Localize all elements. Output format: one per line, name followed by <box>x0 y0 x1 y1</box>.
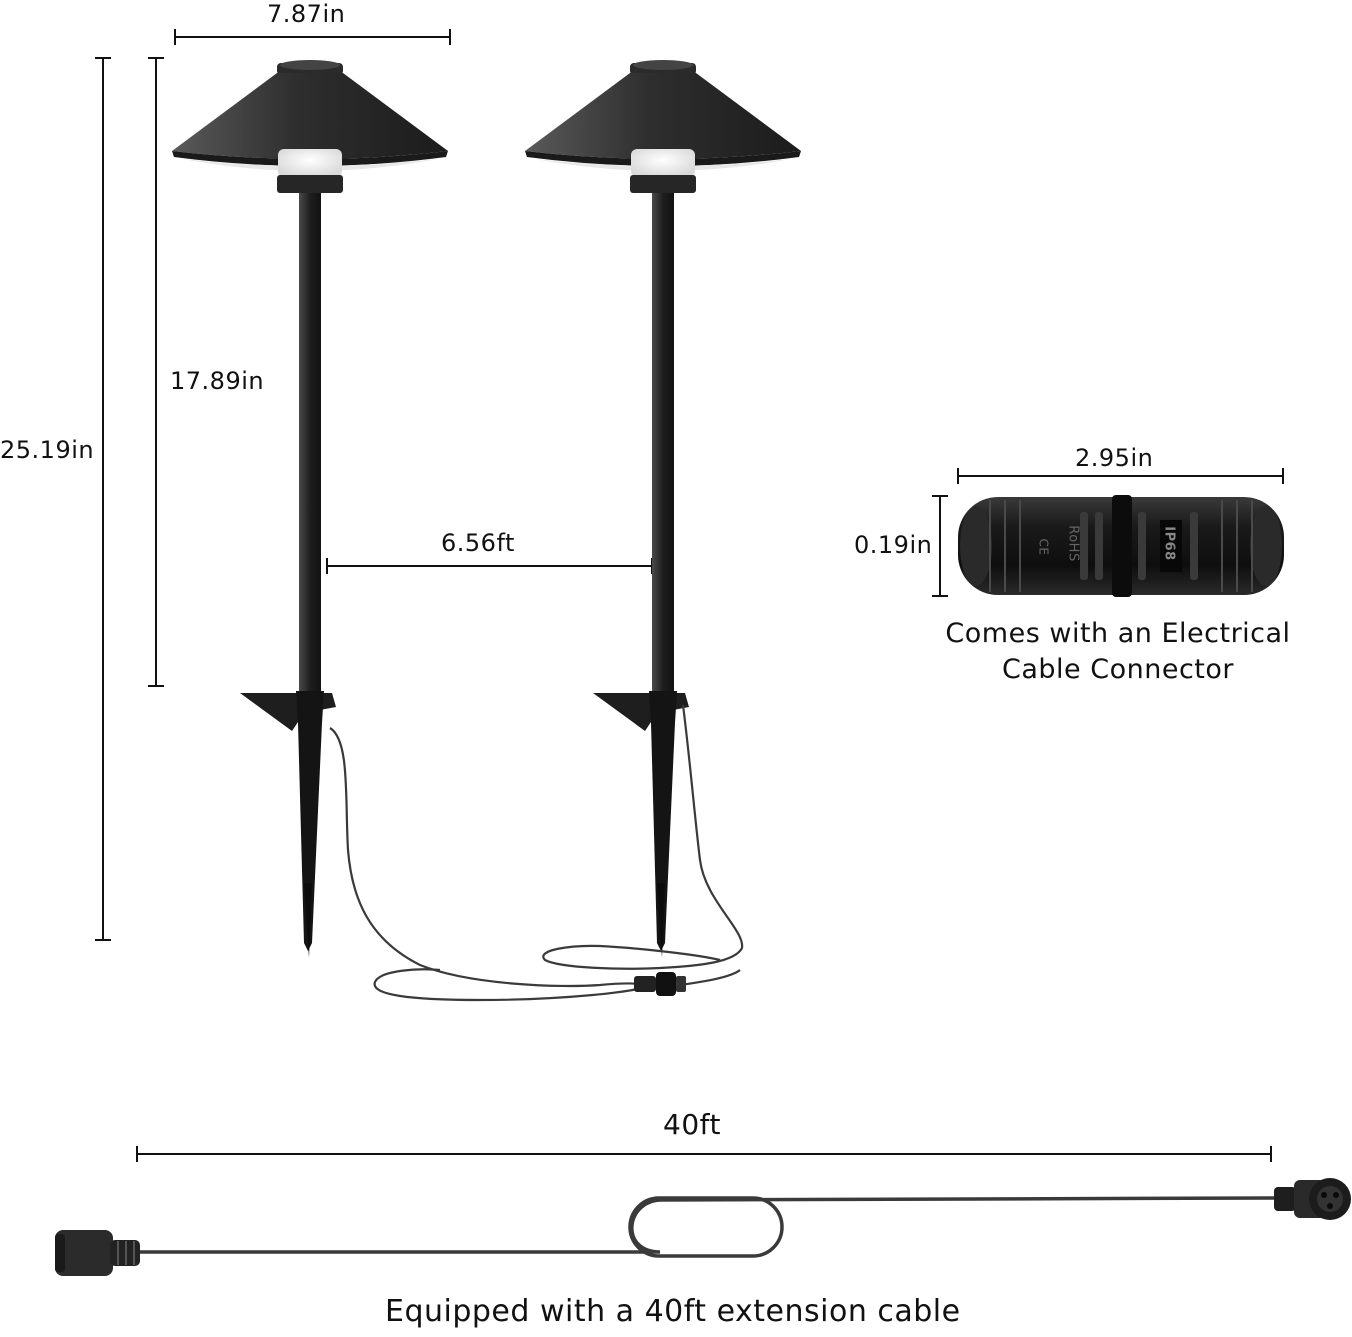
total-height-dimension <box>95 57 111 941</box>
connector-rohs-mark: RoHS <box>1065 525 1081 562</box>
connector-ce-mark: CE <box>1036 538 1051 556</box>
connector-caption: Comes with an Electrical Cable Connector <box>918 616 1318 688</box>
cable-length-dimension <box>136 1146 1272 1162</box>
electrical-connector <box>958 495 1284 597</box>
cable-length-label: 40ft <box>663 1108 721 1141</box>
pole-height-dimension <box>148 57 164 687</box>
total-height-label: 25.19in <box>0 436 95 464</box>
shade-width-dimension <box>174 29 451 45</box>
connector-caption-line2: Cable Connector <box>1002 654 1234 685</box>
pathway-lamp-right <box>525 60 801 958</box>
connector-length-dimension <box>957 468 1284 484</box>
spacing-label: 6.56ft <box>441 529 515 557</box>
connector-length-label: 2.95in <box>1075 444 1154 472</box>
shade-width-label: 7.87in <box>267 0 346 28</box>
extension-cable-left-plug <box>55 1230 140 1276</box>
pole-height-label: 17.89in <box>170 367 265 395</box>
connector-rating-mark: IP68 <box>1161 526 1177 561</box>
extension-cable <box>140 1196 1276 1258</box>
extension-cable-right-plug <box>1274 1178 1351 1220</box>
pathway-lamp-left <box>172 60 448 958</box>
inline-cable-connector <box>634 972 686 996</box>
connector-height-dimension <box>932 495 948 597</box>
connector-caption-line1: Comes with an Electrical <box>945 618 1291 649</box>
lamp-cables <box>329 704 744 1002</box>
extension-cable-caption: Equipped with a 40ft extension cable <box>385 1294 961 1329</box>
connector-height-label: 0.19in <box>854 531 933 559</box>
spacing-dimension <box>326 558 653 574</box>
